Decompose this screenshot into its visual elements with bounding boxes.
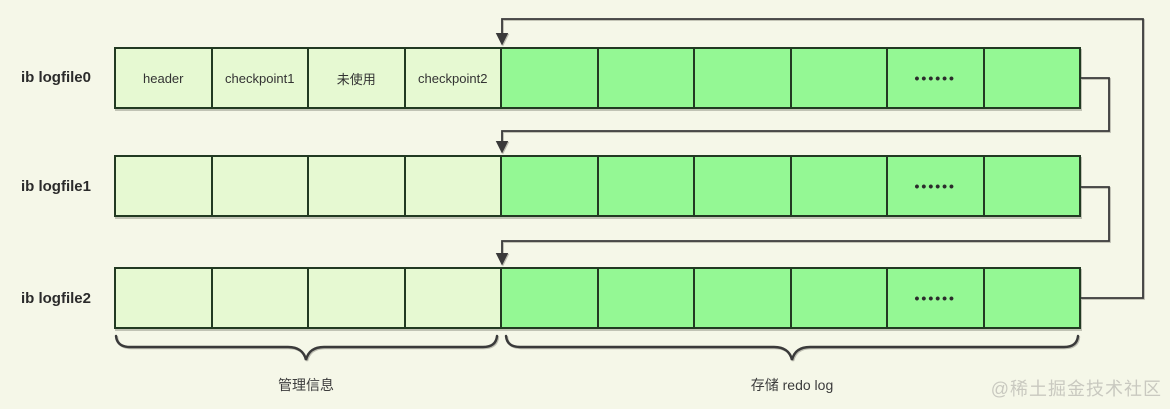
redo-block bbox=[791, 269, 888, 327]
brace-redo-log bbox=[504, 334, 1080, 361]
redo-block bbox=[791, 157, 888, 215]
redo-block bbox=[695, 157, 792, 215]
cell-checkpoint2: checkpoint2 bbox=[405, 49, 502, 107]
redo-block bbox=[598, 269, 695, 327]
mgmt-block bbox=[116, 157, 213, 215]
redo-block bbox=[984, 157, 1079, 215]
redo-block bbox=[695, 269, 792, 327]
logfile0-bar: header checkpoint1 未使用 checkpoint2 •••••… bbox=[114, 47, 1081, 109]
mgmt-block bbox=[212, 157, 309, 215]
ellipsis-block: •••••• bbox=[888, 49, 985, 107]
redo-block bbox=[695, 49, 792, 107]
redo-block bbox=[502, 49, 599, 107]
redo-block bbox=[502, 269, 599, 327]
mgmt-block bbox=[116, 269, 213, 327]
row-label-logfile2: ib logfile2 bbox=[20, 290, 91, 307]
logfile2-bar: •••••• bbox=[114, 267, 1081, 329]
label-redo-log: 存储 redo log bbox=[750, 377, 834, 393]
ellipsis-block: •••••• bbox=[888, 269, 985, 327]
mgmt-block bbox=[309, 269, 406, 327]
cell-checkpoint1: checkpoint1 bbox=[212, 49, 309, 107]
label-management-info: 管理信息 bbox=[278, 377, 334, 393]
mgmt-block bbox=[212, 269, 309, 327]
cell-unused: 未使用 bbox=[309, 49, 406, 107]
redo-block bbox=[598, 157, 695, 215]
row-label-logfile0: ib logfile0 bbox=[20, 69, 91, 86]
redo-block bbox=[502, 157, 599, 215]
redo-block bbox=[984, 49, 1079, 107]
logfile1-bar: •••••• bbox=[114, 155, 1081, 217]
mgmt-block bbox=[405, 269, 502, 327]
redo-block bbox=[791, 49, 888, 107]
row-label-logfile1: ib logfile1 bbox=[20, 178, 91, 195]
redo-block bbox=[598, 49, 695, 107]
redo-block bbox=[984, 269, 1079, 327]
mgmt-block bbox=[309, 157, 406, 215]
cell-header: header bbox=[116, 49, 213, 107]
mgmt-block bbox=[405, 157, 502, 215]
brace-management-info bbox=[114, 334, 499, 361]
watermark: @稀土掘金技术社区 bbox=[990, 379, 1162, 399]
ellipsis-block: •••••• bbox=[888, 157, 985, 215]
